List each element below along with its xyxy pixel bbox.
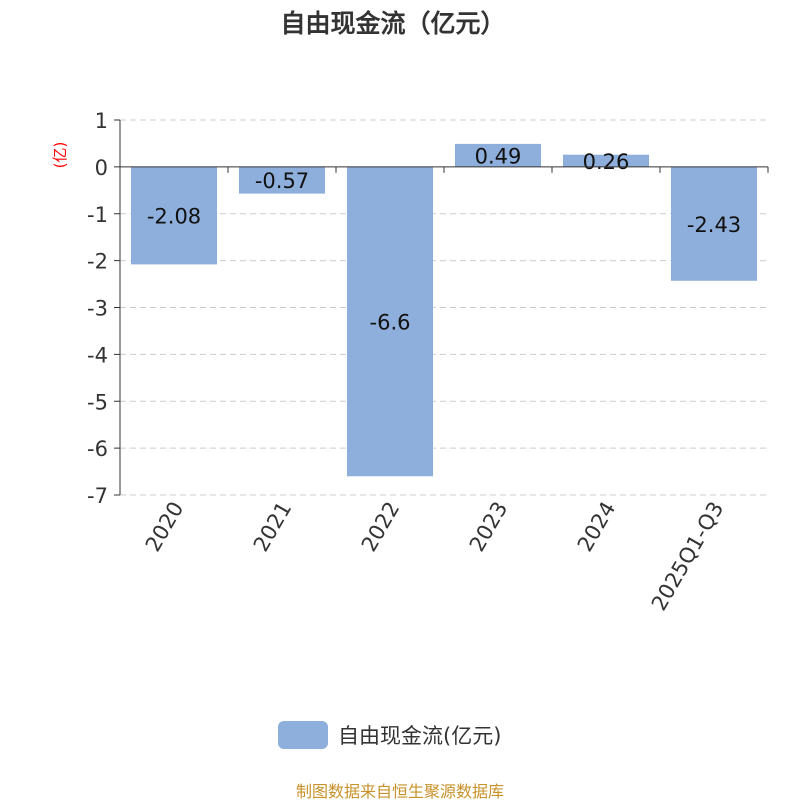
y-tick-label: -3	[87, 297, 108, 321]
legend[interactable]: 自由现金流(亿元)	[278, 720, 501, 750]
bar	[671, 166, 757, 281]
y-tick-label: 0	[95, 156, 108, 180]
chart-title: 自由现金流（亿元）	[280, 9, 506, 38]
bar	[131, 166, 217, 265]
x-tick-label: 2021	[249, 498, 297, 556]
legend-swatch	[278, 721, 328, 749]
bar	[347, 166, 433, 477]
y-tick-label: -7	[87, 484, 108, 508]
bar	[563, 154, 649, 167]
bar	[239, 166, 325, 194]
y-tick-label: -1	[87, 203, 108, 227]
data-label: 0.49	[475, 144, 522, 168]
data-label: -2.08	[147, 205, 201, 229]
y-tick-label: -5	[87, 390, 108, 414]
data-label: -2.43	[687, 213, 741, 237]
x-tick-label: 2022	[357, 498, 405, 556]
data-label: -0.57	[255, 169, 309, 193]
source-footer: 制图数据来自恒生聚源数据库	[295, 782, 504, 801]
y-axis-label: (亿)	[51, 142, 69, 169]
legend-label: 自由现金流(亿元)	[338, 724, 502, 748]
data-label: 0.26	[583, 150, 630, 174]
x-tick-label: 2023	[465, 498, 513, 556]
x-tick-label: 2024	[573, 498, 621, 556]
y-tick-label: -2	[87, 250, 108, 274]
y-tick-label: 1	[95, 109, 108, 133]
y-tick-label: -4	[87, 343, 108, 367]
bar	[455, 143, 541, 167]
data-label: -6.6	[370, 311, 411, 335]
x-tick-label: 2025Q1-Q3	[647, 498, 729, 615]
y-tick-label: -6	[87, 437, 108, 461]
x-tick-label: 2020	[141, 498, 189, 556]
